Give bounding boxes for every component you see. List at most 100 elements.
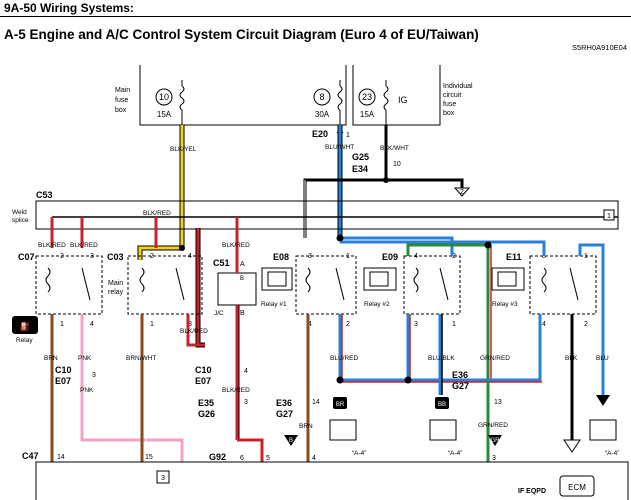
svg-text:⛽: ⛽ xyxy=(20,321,30,331)
svg-text:BLU/BLK: BLU/BLK xyxy=(428,355,455,362)
svg-text:E07: E07 xyxy=(195,376,211,386)
svg-text:BLU/RED: BLU/RED xyxy=(330,355,358,362)
svg-text:15A: 15A xyxy=(157,110,172,119)
svg-text:1: 1 xyxy=(346,132,350,139)
svg-text:13: 13 xyxy=(494,399,502,406)
connector-e08: E08 xyxy=(273,252,289,262)
svg-text:“A-4”: “A-4” xyxy=(448,450,462,457)
svg-text:3: 3 xyxy=(414,321,418,328)
connector-e20: E20 xyxy=(312,129,328,139)
svg-text:B: B xyxy=(240,310,245,317)
svg-text:PNK: PNK xyxy=(80,387,94,394)
relay-2-label: Relay #2 xyxy=(364,301,390,308)
connector-e34: E34 xyxy=(352,164,368,174)
svg-text:Relay: Relay xyxy=(16,337,33,344)
svg-text:E35: E35 xyxy=(198,398,214,408)
relay-3-label: Relay #3 xyxy=(492,301,518,308)
svg-text:1: 1 xyxy=(150,321,154,328)
page-header: 9A-50 Wiring Systems: xyxy=(0,0,631,17)
svg-text:G26: G26 xyxy=(198,409,215,419)
svg-text:BLK: BLK xyxy=(565,355,578,362)
svg-text:BLK/RED: BLK/RED xyxy=(38,242,66,249)
svg-text:relay: relay xyxy=(108,289,124,296)
fuse-8: 8 30A xyxy=(313,80,343,125)
svg-text:B: B xyxy=(240,276,244,282)
svg-text:BLU: BLU xyxy=(596,355,609,362)
section-heading: 9A-50 Wiring Systems: xyxy=(4,1,134,15)
svg-text:2: 2 xyxy=(346,321,350,328)
header-rule xyxy=(0,16,631,17)
svg-text:4: 4 xyxy=(188,253,192,260)
connector-g25: G25 xyxy=(352,152,369,162)
svg-text:1: 1 xyxy=(60,321,64,328)
svg-text:BLK/RED: BLK/RED xyxy=(222,387,250,394)
svg-text:IF EQPD: IF EQPD xyxy=(518,488,546,495)
label-blu-wht: BLU/WHT xyxy=(325,144,354,151)
svg-text:splice: splice xyxy=(12,217,29,224)
svg-text:PNK: PNK xyxy=(78,355,92,362)
svg-text:30A: 30A xyxy=(315,110,330,119)
ecm-label: ECM xyxy=(568,483,586,492)
connector-c07: C07 xyxy=(18,252,35,262)
svg-text:3: 3 xyxy=(90,253,94,260)
svg-text:5: 5 xyxy=(266,455,270,462)
svg-text:3: 3 xyxy=(188,321,192,328)
svg-text:3: 3 xyxy=(492,455,496,462)
fuse-10: 10 15A xyxy=(155,80,185,125)
svg-text:15A: 15A xyxy=(360,110,375,119)
svg-text:3: 3 xyxy=(308,253,312,260)
svg-text:1: 1 xyxy=(607,213,611,220)
svg-text:23: 23 xyxy=(362,92,372,102)
relay-1-label: Relay #1 xyxy=(261,301,287,308)
connector-e09: E09 xyxy=(382,252,398,262)
page-title: A-5 Engine and A/C Control System Circui… xyxy=(4,27,479,42)
svg-text:Main: Main xyxy=(108,280,123,287)
svg-text:BLK/RED: BLK/RED xyxy=(143,210,171,217)
svg-text:G27: G27 xyxy=(276,409,293,419)
svg-text:E36: E36 xyxy=(452,370,468,380)
svg-text:GRN/RED: GRN/RED xyxy=(478,422,508,429)
svg-text:4: 4 xyxy=(312,455,316,462)
weld-splice-drops xyxy=(50,217,239,248)
svg-text:Weld: Weld xyxy=(12,209,27,216)
svg-text:1: 1 xyxy=(584,253,588,260)
svg-text:3: 3 xyxy=(244,399,248,406)
svg-text:10: 10 xyxy=(159,92,169,102)
svg-text:4: 4 xyxy=(308,321,312,328)
svg-text:4: 4 xyxy=(90,321,94,328)
individual-fuse-box-label-4: box xyxy=(443,110,455,117)
svg-text:BLK/RED: BLK/RED xyxy=(222,242,250,249)
document-code: S5RH0A910E04 xyxy=(571,43,627,52)
individual-fuse-box-label-3: fuse xyxy=(443,101,456,108)
svg-text:BLK/RED: BLK/RED xyxy=(70,242,98,249)
ig-label: IG xyxy=(398,95,408,105)
svg-text:BRN: BRN xyxy=(44,355,58,362)
individual-fuse-box-label: Individual xyxy=(443,83,473,90)
main-fuse-box-label-2: fuse xyxy=(115,97,128,104)
fan-icons: BR BB GR B xyxy=(267,271,617,453)
svg-text:BRN: BRN xyxy=(299,423,313,430)
svg-text:GRN/RED: GRN/RED xyxy=(480,355,510,362)
svg-text:2: 2 xyxy=(60,253,64,260)
svg-text:2: 2 xyxy=(452,253,456,260)
svg-text:J/C: J/C xyxy=(214,310,224,317)
connector-c51: C51 xyxy=(213,258,230,268)
svg-text:C10: C10 xyxy=(55,365,72,375)
svg-text:15: 15 xyxy=(145,454,153,461)
svg-text:G27: G27 xyxy=(452,381,469,391)
svg-text:A: A xyxy=(240,261,245,268)
main-fuse-box-label: Main xyxy=(115,87,130,94)
label-blk-yel: BLK/YEL xyxy=(170,146,197,153)
svg-text:10: 10 xyxy=(393,161,401,168)
main-fuse-box-label-3: box xyxy=(115,107,127,114)
svg-text:BB: BB xyxy=(438,402,446,408)
svg-text:2: 2 xyxy=(460,189,464,196)
svg-text:8: 8 xyxy=(319,92,324,102)
svg-text:4: 4 xyxy=(414,253,418,260)
svg-text:E07: E07 xyxy=(55,376,71,386)
svg-text:“A-4”: “A-4” xyxy=(352,450,366,457)
svg-text:BR: BR xyxy=(336,402,345,408)
svg-text:GR: GR xyxy=(491,438,501,444)
fuse-23: 23 15A IG xyxy=(358,80,408,125)
